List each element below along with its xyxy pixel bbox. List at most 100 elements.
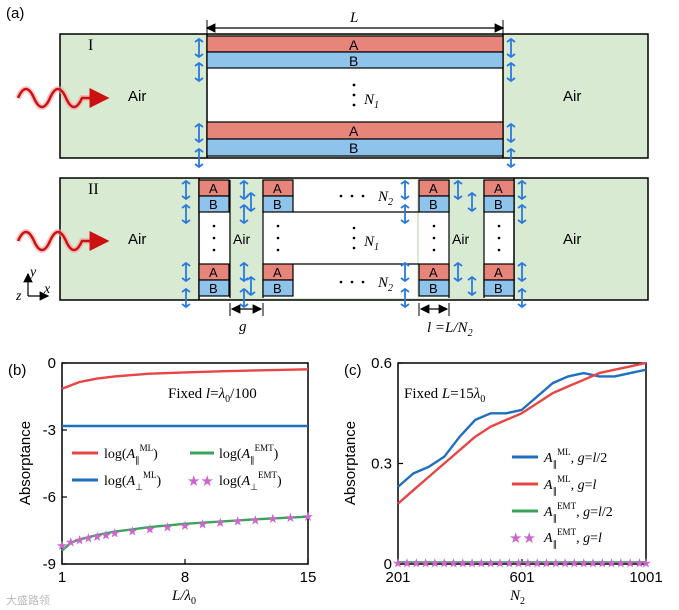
incident-wave-row1 [15, 86, 110, 110]
charge-arrow-icon [246, 191, 256, 213]
unit-cell-b-label: B [273, 281, 282, 296]
charge-arrow-icon [400, 203, 410, 225]
y-tick-label: 0 [48, 355, 56, 372]
unit-cell-b [418, 279, 450, 297]
charge-arrow-icon [239, 203, 249, 225]
charge-arrow-icon [239, 179, 249, 201]
charge-arrow-icon [181, 287, 191, 309]
charge-arrows [181, 37, 527, 309]
series-point: ★ [466, 556, 478, 571]
row1-dots [352, 83, 356, 107]
series-point: ★ [410, 556, 422, 571]
unit-cell-b-label: B [429, 281, 438, 296]
unit-cell-a-label: A [494, 265, 503, 280]
series-point: ★ [513, 556, 525, 571]
chart-b-xlabel: L/λ0 [171, 588, 196, 607]
charge-arrow-icon [194, 147, 204, 169]
series-point: ★ [179, 519, 191, 534]
row1-n-label: N1 [363, 92, 379, 111]
unit-cell-b-label: B [494, 281, 503, 296]
series-line [61, 515, 309, 552]
svg-text:★★: ★★ [509, 529, 536, 547]
series-point: ★ [401, 556, 413, 571]
charge-arrow-icon [181, 179, 191, 201]
panel-c-label: (c) [344, 362, 362, 379]
row1-roman: I [88, 37, 93, 54]
x-tick-label: 1001 [629, 569, 662, 586]
series-point: ★ [100, 529, 112, 544]
series-point: ★ [429, 556, 441, 571]
row2-dots [212, 194, 501, 284]
series-point: ★ [587, 556, 599, 571]
row2-air-right: Air [563, 231, 581, 248]
coordinate-axes: y z x [15, 265, 51, 304]
unit-cell-b-label: B [209, 281, 218, 296]
series-point: ★ [485, 556, 497, 571]
series-point: ★ [302, 510, 314, 525]
row2-air-gap-left: Air [233, 231, 250, 247]
charge-arrow-icon [194, 37, 204, 59]
unit-cell-b [262, 279, 294, 297]
row1-air-right: Air [563, 88, 581, 105]
series-point: ★ [494, 556, 506, 571]
chart-c-annotation: Fixed L=15λ0 [404, 386, 485, 405]
series-point: ★ [634, 556, 646, 571]
unit-cell-a-label: A [429, 181, 438, 196]
length-label: L [349, 10, 358, 26]
row1-layer-b-bottom [206, 138, 504, 157]
y-tick-label: 0 [384, 556, 392, 573]
series-point: ★ [83, 532, 95, 547]
unit-cell-b-label: B [429, 197, 438, 212]
series-point: ★ [249, 513, 261, 528]
row1-a-label-top: A [349, 37, 359, 53]
charge-arrow-icon [517, 179, 527, 201]
series-point: ★ [457, 556, 469, 571]
panel-b-label: (b) [8, 362, 26, 379]
svg-text:z: z [15, 289, 22, 304]
svg-text:★★: ★★ [187, 472, 214, 490]
unit-cell-b [483, 195, 515, 213]
gap-label: g [239, 319, 247, 335]
unit-cell-b [418, 195, 450, 213]
legend-c-3: A∥EMT, g=l/2 [543, 501, 613, 523]
charge-arrow-icon [246, 275, 256, 297]
svg-text:y: y [28, 265, 37, 280]
series-point: ★ [596, 556, 608, 571]
series-point: ★ [392, 556, 404, 571]
chart-b-legend: log(A∥ML) log(A⊥ML) log(A∥EMT) ★★ log(A⊥… [72, 443, 282, 492]
series-point: ★ [522, 556, 534, 571]
row1-air-left: Air [128, 88, 146, 105]
chart-c-ylabel: Absorptance [342, 421, 359, 505]
x-tick-label: 201 [385, 569, 410, 586]
charge-arrow-icon [506, 61, 516, 83]
legend-c-4: A∥EMT, g=l [543, 527, 602, 549]
row2-roman: II [88, 181, 99, 198]
series-point: ★ [578, 556, 590, 571]
y-tick-label: 0.6 [371, 355, 392, 372]
charge-arrow-icon [506, 147, 516, 169]
charge-arrow-icon [400, 287, 410, 309]
series-point: ★ [214, 516, 226, 531]
series-point: ★ [541, 556, 553, 571]
charge-arrow-icon [517, 287, 527, 309]
series-point: ★ [162, 520, 174, 535]
unit-cell-a-label: A [209, 181, 218, 196]
charge-arrow-icon [239, 287, 249, 309]
legend-b-3: log(A∥EMT) [219, 443, 279, 465]
charge-arrow-icon [453, 261, 463, 283]
legend-b-2: log(A⊥ML) [104, 470, 161, 492]
period-label: l =L/N2 [427, 320, 473, 339]
series-point: ★ [531, 556, 543, 571]
row1-b-label-top: B [349, 53, 358, 69]
x-tick-label: 1 [58, 569, 66, 586]
series-point: ★ [640, 556, 652, 571]
series-point: ★ [56, 539, 68, 554]
charge-arrow-icon [517, 261, 527, 283]
unit-cell-b [198, 195, 230, 213]
legend-b-4: log(A⊥EMT) [219, 470, 282, 492]
watermark: 大盛路领 [6, 593, 50, 607]
